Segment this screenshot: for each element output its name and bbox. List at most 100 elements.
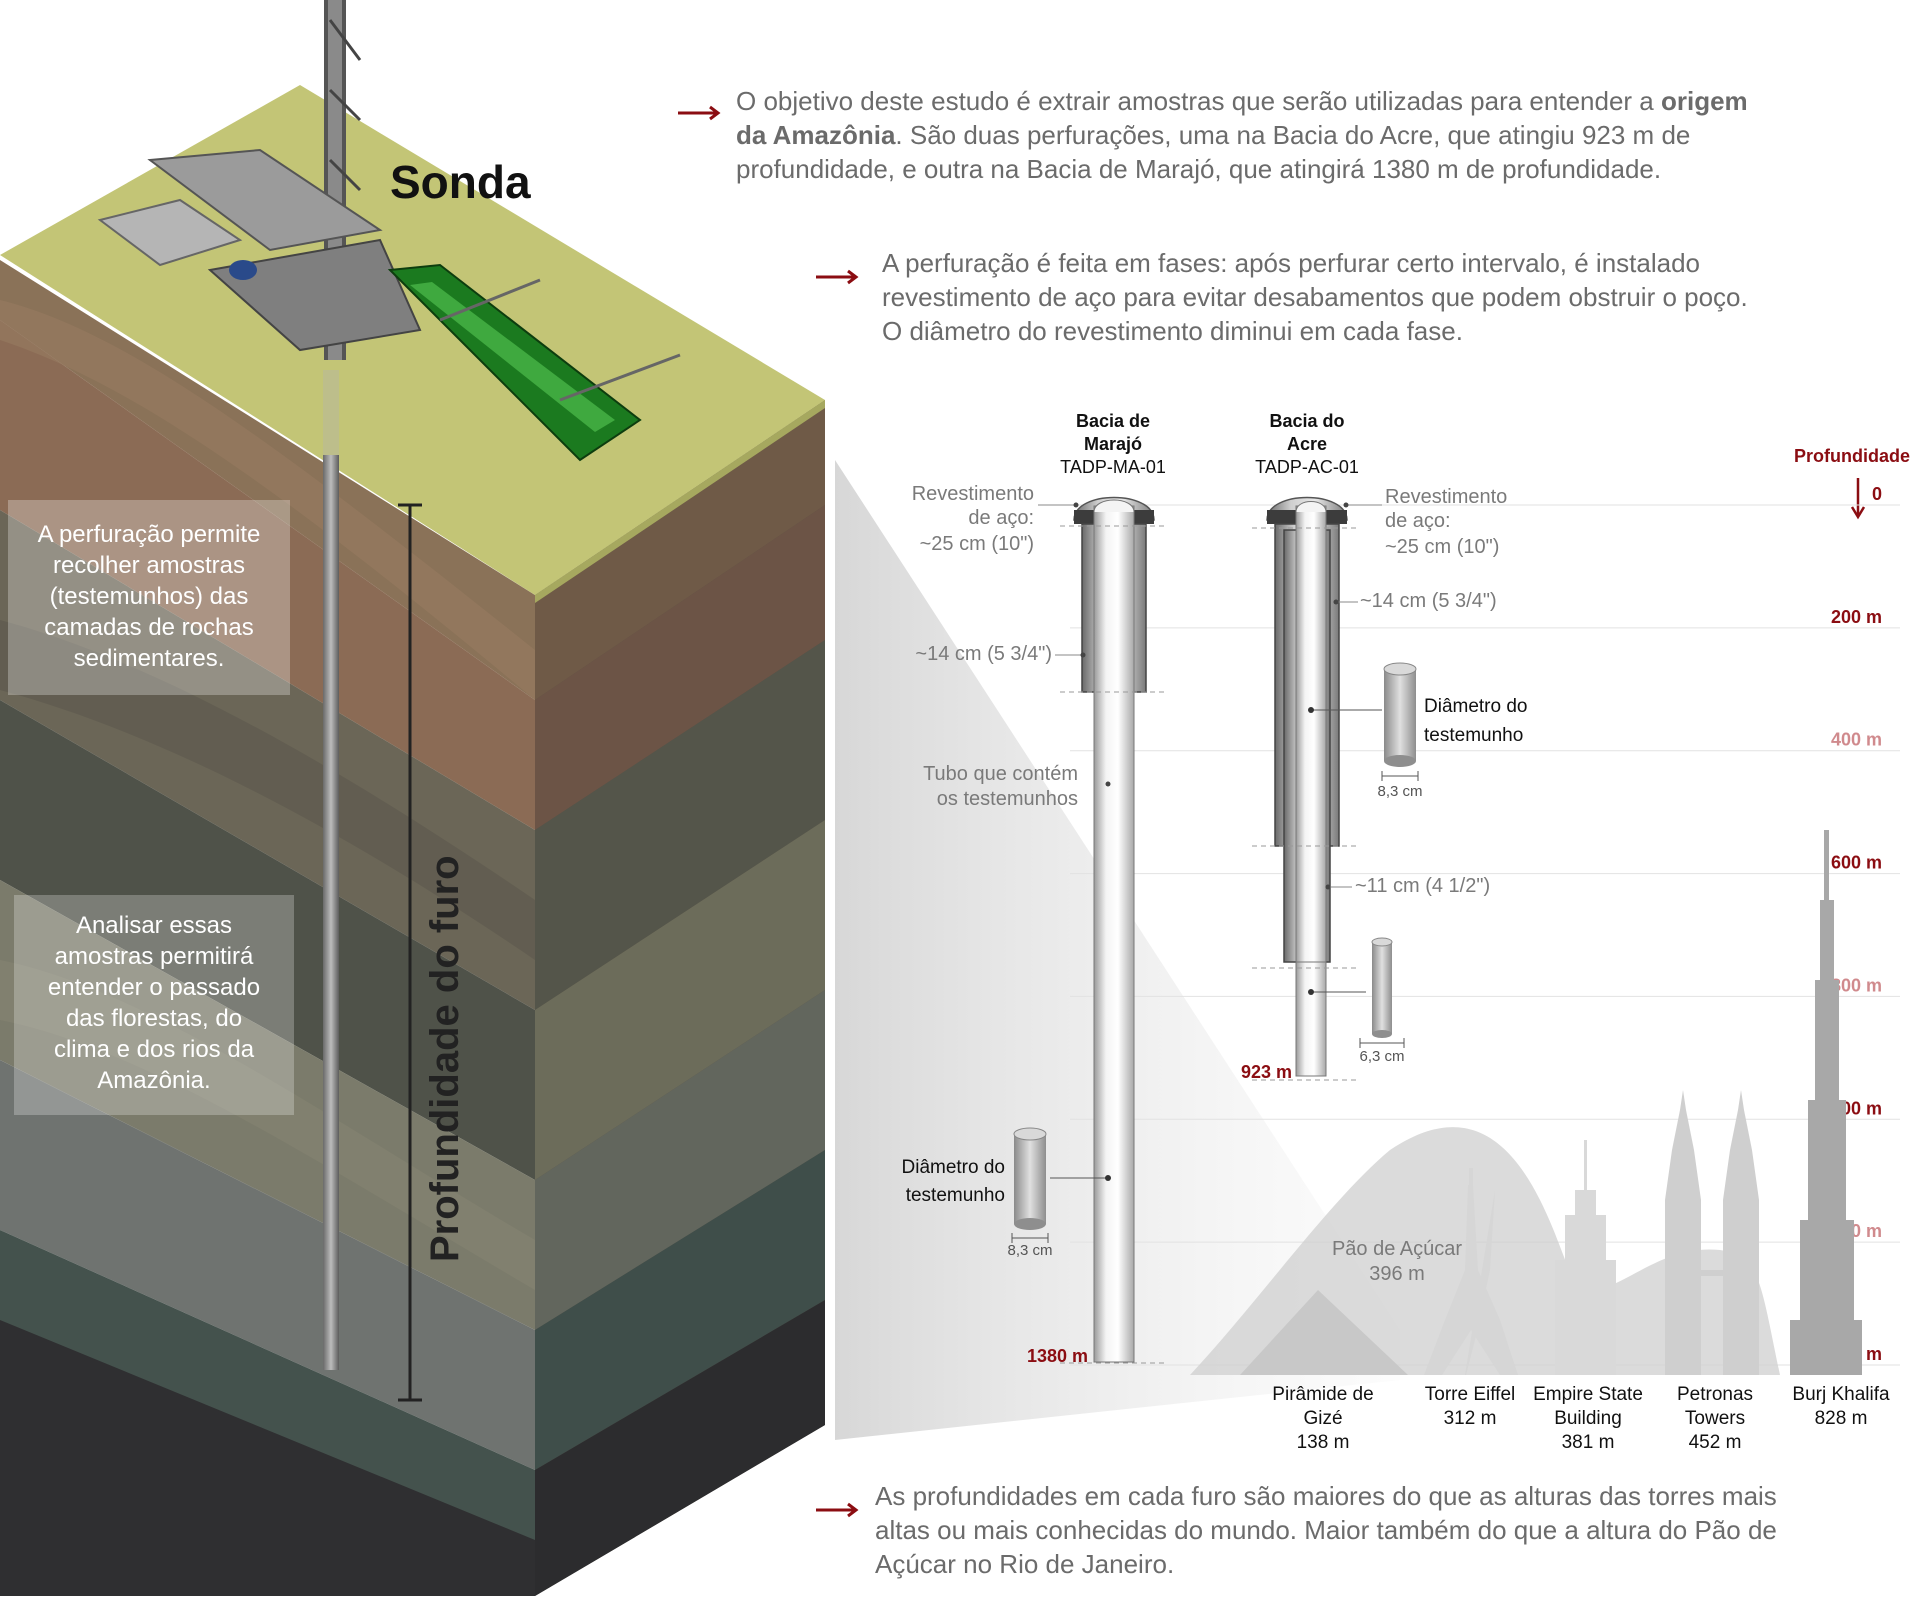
svg-text:clima e dos rios da: clima e dos rios da bbox=[54, 1036, 255, 1063]
tick-label-0: 0 bbox=[1872, 484, 1882, 504]
svg-text:~25 cm (10"): ~25 cm (10") bbox=[920, 533, 1034, 555]
svg-text:Gizé: Gizé bbox=[1303, 1408, 1342, 1429]
landmarks: Pão de Açúcar 396 m bbox=[1190, 830, 1862, 1375]
label-burj: Burj Khalifa 828 m bbox=[1792, 1384, 1890, 1429]
tick-label-800: 800 m bbox=[1831, 975, 1882, 995]
svg-text:A perfuração permite: A perfuração permite bbox=[38, 521, 261, 548]
svg-text:Diâmetro do: Diâmetro do bbox=[902, 1157, 1006, 1178]
svg-text:Building: Building bbox=[1554, 1408, 1622, 1429]
svg-text:Towers: Towers bbox=[1685, 1408, 1745, 1429]
svg-text:Bacia de: Bacia de bbox=[1076, 411, 1150, 431]
label-petronas: Petronas Towers 452 m bbox=[1677, 1384, 1753, 1453]
svg-text:altas ou mais conhecidas do mu: altas ou mais conhecidas do mundo. Maior… bbox=[875, 1515, 1777, 1545]
sonda-label: Sonda bbox=[390, 156, 531, 208]
svg-text:312 m: 312 m bbox=[1444, 1408, 1497, 1429]
svg-text:Tubo que contém: Tubo que contém bbox=[923, 763, 1078, 785]
svg-text:452 m: 452 m bbox=[1689, 1432, 1742, 1453]
svg-text:Diâmetro do: Diâmetro do bbox=[1424, 696, 1528, 717]
scale-title: Profundidade bbox=[1794, 446, 1910, 466]
core-sample-large bbox=[1381, 662, 1419, 781]
svg-text:Marajó: Marajó bbox=[1084, 434, 1142, 454]
svg-text:Empire State: Empire State bbox=[1533, 1384, 1643, 1405]
svg-text:TADP-MA-01: TADP-MA-01 bbox=[1060, 457, 1166, 477]
svg-text:Açúcar no Rio de Janeiro.: Açúcar no Rio de Janeiro. bbox=[875, 1549, 1174, 1579]
well-acre: Bacia do Acre TADP-AC-01 Revestimento de… bbox=[1241, 411, 1528, 1082]
svg-text:os testemunhos: os testemunhos bbox=[937, 788, 1078, 810]
drill-rig bbox=[97, 0, 681, 462]
svg-text:Amazônia.: Amazônia. bbox=[97, 1067, 210, 1094]
svg-text:381 m: 381 m bbox=[1562, 1432, 1615, 1453]
svg-text:~11 cm (4 1/2"): ~11 cm (4 1/2") bbox=[1355, 875, 1490, 897]
svg-text:O diâmetro do revestimento dim: O diâmetro do revestimento diminui em ca… bbox=[882, 316, 1463, 346]
intro-text: O objetivo deste estudo é extrair amostr… bbox=[678, 86, 1777, 1579]
svg-text:138 m: 138 m bbox=[1297, 1432, 1350, 1453]
svg-text:recolher amostras: recolher amostras bbox=[53, 552, 245, 579]
svg-text:~14 cm (5 3/4"): ~14 cm (5 3/4") bbox=[1360, 590, 1497, 612]
block-right-layers bbox=[535, 400, 825, 1596]
svg-text:camadas de rochas: camadas de rochas bbox=[44, 614, 253, 641]
down-arrow-icon bbox=[1850, 478, 1866, 520]
petronas-silhouette bbox=[1665, 1090, 1759, 1375]
depth-label: Profundidade do furo bbox=[423, 855, 467, 1262]
svg-text:8,3 cm: 8,3 cm bbox=[1007, 1242, 1052, 1259]
svg-text:As profundidades em cada furo: As profundidades em cada furo são maiore… bbox=[875, 1481, 1777, 1511]
tick-label-400: 400 m bbox=[1831, 730, 1882, 750]
landmark-labels: Pirâmide de Gizé 138 m Torre Eiffel 312 … bbox=[1272, 1384, 1890, 1453]
svg-text:O objetivo deste estudo é extr: O objetivo deste estudo é extrair amostr… bbox=[736, 86, 1748, 116]
label-eiffel: Torre Eiffel 312 m bbox=[1425, 1384, 1515, 1429]
block-top-grass bbox=[0, 85, 825, 595]
svg-text:de aço:: de aço: bbox=[968, 507, 1034, 529]
depth-bracket bbox=[398, 503, 422, 1402]
arrow-icon bbox=[816, 1502, 859, 1518]
pao-label: Pão de Açúcar bbox=[1332, 1238, 1462, 1260]
svg-text:Petronas: Petronas bbox=[1677, 1384, 1753, 1405]
svg-text:entender o passado: entender o passado bbox=[48, 974, 260, 1001]
burj-khalifa-silhouette bbox=[1790, 830, 1862, 1375]
svg-text:Pirâmide de: Pirâmide de bbox=[1272, 1384, 1373, 1405]
eiffel-silhouette bbox=[1424, 1168, 1518, 1375]
svg-text:8,3 cm: 8,3 cm bbox=[1377, 783, 1422, 800]
info-box-2 bbox=[14, 895, 294, 1115]
svg-text:Burj Khalifa: Burj Khalifa bbox=[1792, 1384, 1890, 1405]
arrow-icon bbox=[678, 105, 721, 121]
svg-text:923 m: 923 m bbox=[1241, 1062, 1292, 1082]
pyramid-silhouette bbox=[1240, 1290, 1408, 1375]
svg-text:sedimentares.: sedimentares. bbox=[74, 645, 225, 672]
empire-state-silhouette bbox=[1555, 1140, 1616, 1375]
svg-text:Revestimento: Revestimento bbox=[1385, 486, 1507, 508]
svg-text:profundidade, e outra na Bacia: profundidade, e outra na Bacia de Marajó… bbox=[736, 154, 1661, 184]
svg-text:A perfuração é feita em fases:: A perfuração é feita em fases: após perf… bbox=[882, 248, 1700, 278]
svg-text:6,3 cm: 6,3 cm bbox=[1359, 1048, 1404, 1065]
tick-label-200: 200 m bbox=[1831, 607, 1882, 627]
pao-height: 396 m bbox=[1369, 1263, 1425, 1285]
svg-text:(testemunhos) das: (testemunhos) das bbox=[50, 583, 249, 610]
svg-text:amostras permitirá: amostras permitirá bbox=[55, 943, 254, 970]
svg-text:828 m: 828 m bbox=[1815, 1408, 1868, 1429]
svg-text:Analisar essas: Analisar essas bbox=[76, 912, 232, 939]
label-empire: Empire State Building 381 m bbox=[1533, 1384, 1643, 1453]
svg-text:Acre: Acre bbox=[1287, 434, 1327, 454]
drill-pipe bbox=[323, 455, 339, 1370]
core-sample bbox=[1011, 1127, 1049, 1243]
core-tube bbox=[1093, 505, 1135, 1363]
info-box-1 bbox=[8, 500, 290, 695]
svg-text:de aço:: de aço: bbox=[1385, 510, 1451, 532]
svg-text:testemunho: testemunho bbox=[906, 1185, 1005, 1206]
svg-text:da Amazônia. São duas perfuraç: da Amazônia. São duas perfurações, uma n… bbox=[736, 120, 1690, 150]
svg-text:revestimento de aço para evita: revestimento de aço para evitar desabame… bbox=[882, 282, 1748, 312]
label-giza: Pirâmide de Gizé 138 m bbox=[1272, 1384, 1373, 1453]
well-marajo: Bacia de Marajó TADP-MA-01 Revestimento … bbox=[902, 411, 1168, 1366]
svg-text:das florestas, do: das florestas, do bbox=[66, 1005, 242, 1032]
core-sample-small bbox=[1359, 937, 1405, 1048]
info-box-2-text: Analisar essas amostras permitirá entend… bbox=[48, 912, 260, 1094]
svg-text:Torre Eiffel: Torre Eiffel bbox=[1425, 1384, 1515, 1405]
svg-text:Bacia do: Bacia do bbox=[1269, 411, 1344, 431]
tick-label-600: 600 m bbox=[1831, 853, 1882, 873]
info-box-1-text: A perfuração permite recolher amostras (… bbox=[38, 521, 261, 672]
svg-text:testemunho: testemunho bbox=[1424, 725, 1523, 746]
svg-text:TADP-AC-01: TADP-AC-01 bbox=[1255, 457, 1359, 477]
svg-text:Revestimento: Revestimento bbox=[912, 483, 1034, 505]
geology-block bbox=[0, 85, 825, 1596]
